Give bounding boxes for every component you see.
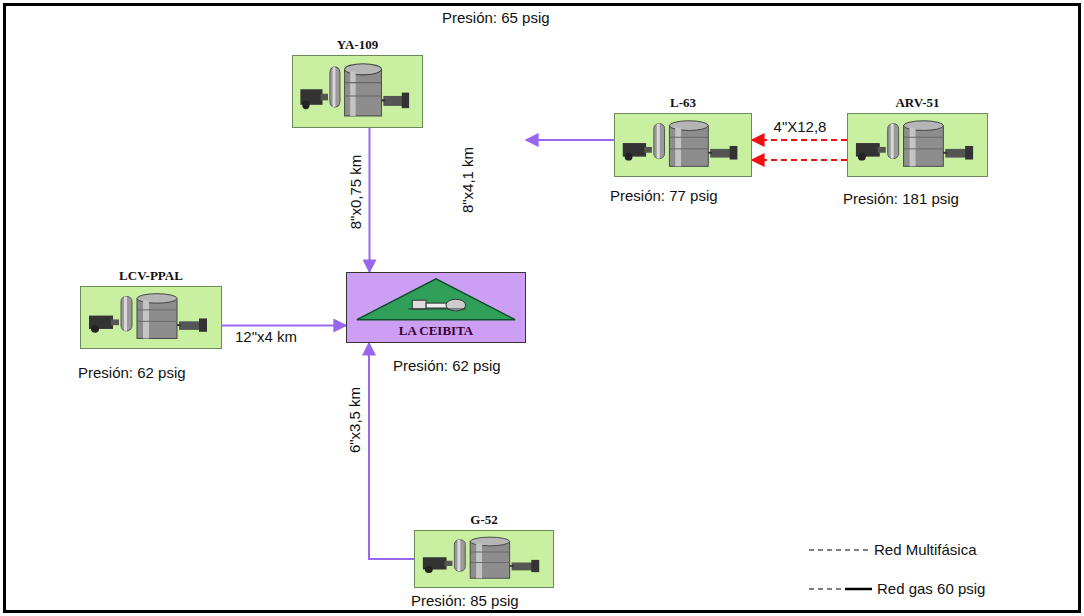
station-box: YA-109Presión: 65 psig [292,55,423,128]
multiphase-line [752,139,847,141]
pressure-label: Presión: 77 psig [610,187,718,204]
legend-text: Red gas 60 psig [877,580,985,597]
station-box: L-63Presión: 77 psig [614,113,752,177]
station-icon [415,531,553,587]
station-box: ARV-51Presión: 181 psig [847,113,988,177]
station-box: LCV-PPALPresión: 62 psig [80,286,222,349]
station-icon [615,114,751,176]
pipe-label: 4"X12,8 [772,119,829,135]
gas-pipeline [526,139,614,141]
hub-name: LA CEIBITA [347,323,525,339]
pressure-label: Presión: 62 psig [393,357,501,374]
station-name: YA-109 [273,37,442,53]
multiphase-line [752,159,847,161]
station-name: LCV-PPAL [61,268,241,284]
pressure-label: Presión: 85 psig [411,592,519,609]
station-name: G-52 [395,512,573,528]
gas-pipeline [369,343,414,559]
station-name: L-63 [595,95,771,111]
station-icon [81,287,221,348]
pressure-label: Presión: 181 psig [843,190,959,207]
pipe-label: 8"x0,75 km [348,153,364,232]
gas-pipeline [369,128,371,272]
pipe-label: 6"x3,5 km [347,385,363,455]
station-icon [848,114,987,176]
legend-text: Red Multifásica [874,541,977,558]
pressure-label: Presión: 62 psig [78,364,186,381]
station-name: ARV-51 [828,95,1007,111]
pressure-label: Presión: 65 psig [442,9,550,26]
pipe-label: 12"x4 km [233,329,299,345]
pipe-label: 8"x4,1 km [460,145,476,215]
station-icon [293,56,422,127]
gas-pipeline [222,325,346,327]
plant-hub: LA CEIBITAPresión: 62 psig [346,272,526,343]
station-box: G-52Presión: 85 psig [414,530,554,588]
